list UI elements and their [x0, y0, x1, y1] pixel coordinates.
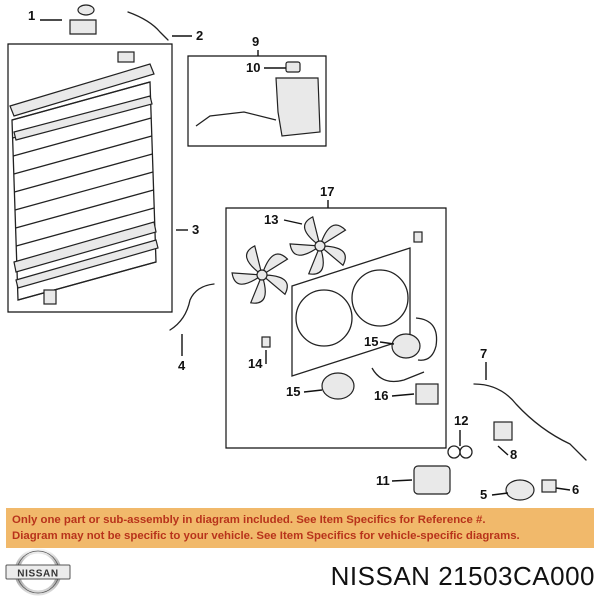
logo-text: NISSAN: [17, 569, 58, 580]
callout-leader: [379, 341, 395, 345]
fan-blade: [304, 216, 321, 248]
callout-leader: [497, 445, 509, 456]
fan-hub: [256, 269, 268, 281]
radiator-fin-line: [17, 261, 157, 301]
callout-label: 9: [252, 34, 259, 49]
callout-leader: [491, 492, 509, 496]
fan-blade: [260, 253, 289, 277]
notice-line-1: Only one part or sub-assembly in diagram…: [12, 514, 486, 526]
motor-wiring-upper: [415, 317, 438, 361]
nissan-logo-icon: NISSAN: [5, 548, 71, 596]
reservoir-group-box: [187, 55, 327, 147]
shroud-bolt: [261, 336, 271, 348]
fan-blade: [249, 273, 266, 304]
radiator-group-box: [7, 43, 173, 313]
water-pump: [413, 465, 451, 495]
motor-wiring-lower: [371, 367, 425, 383]
radiator-fin-line: [16, 207, 155, 247]
radiator-lower-tank: [13, 221, 157, 273]
notice-banner: Only one part or sub-assembly in diagram…: [6, 508, 594, 548]
callout-label: 7: [480, 346, 487, 361]
radiator-drawing: [9, 51, 159, 305]
callout-label: 17: [320, 184, 334, 199]
callout-label: 1: [28, 8, 35, 23]
callout-label: 15: [364, 334, 378, 349]
fan-blade: [289, 243, 322, 256]
cooling-fan-left: [231, 245, 289, 304]
fan-group-box: [225, 207, 447, 449]
o-ring-left: [447, 445, 461, 459]
fan-blade: [260, 274, 288, 296]
radiator-cap: [69, 19, 97, 35]
fan-motor-lower: [321, 372, 355, 400]
shroud-screw: [413, 231, 423, 243]
shroud-ring-left: [295, 289, 353, 347]
radiator-upper-seal: [13, 95, 153, 141]
callout-label: 2: [196, 28, 203, 43]
fan-relay: [415, 383, 439, 405]
callout-label: 5: [480, 487, 487, 502]
callout-label: 14: [248, 356, 263, 371]
callout-label: 6: [572, 482, 579, 497]
radiator-fin-line: [11, 81, 151, 121]
callout-leader: [391, 393, 415, 397]
lower-hose: [169, 283, 215, 331]
brand-name: NISSAN: [330, 561, 431, 591]
callout-label: 4: [178, 358, 186, 373]
pipe-gasket: [493, 421, 513, 441]
radiator-drain-plug: [43, 289, 57, 305]
fan-blade: [231, 272, 264, 285]
upper-hose: [127, 11, 169, 41]
callout-label: 11: [376, 473, 390, 488]
radiator-fin-line: [14, 153, 153, 193]
callout-leader: [283, 219, 303, 225]
radiator-fin-line: [15, 189, 154, 229]
o-ring-right: [459, 445, 473, 459]
callout-label: 12: [454, 413, 468, 428]
callout-label: 10: [246, 60, 260, 75]
callout-label: 16: [374, 388, 388, 403]
fan-blade: [318, 245, 346, 267]
radiator-fin-line: [13, 135, 152, 175]
callout-label: 15: [286, 384, 300, 399]
callout-leader: [555, 487, 571, 491]
fan-blade: [246, 245, 263, 277]
coolant-reservoir: [275, 77, 321, 137]
fan-blade: [307, 244, 324, 275]
part-number: 21503CA000: [438, 561, 595, 591]
fan-blade: [318, 224, 347, 248]
shroud-ring-right: [351, 269, 409, 327]
fan-hub: [314, 240, 326, 252]
cap-gasket: [77, 4, 95, 16]
radiator-bottom-seal: [15, 239, 159, 289]
cooling-fan-right: [289, 216, 347, 275]
callout-label: 13: [264, 212, 278, 227]
radiator-fin-line: [14, 171, 154, 211]
callout-leader: [391, 479, 413, 482]
part-title: NISSAN 21503CA000: [243, 556, 595, 596]
water-inlet-pipe: [473, 383, 587, 461]
callout-label: 8: [510, 447, 517, 462]
fan-motor-upper: [391, 333, 421, 359]
thermostat-gasket: [541, 479, 557, 493]
reservoir-cap: [285, 61, 301, 73]
callout-label: 3: [192, 222, 199, 237]
callout-leader: [303, 389, 323, 393]
thermostat: [505, 479, 535, 501]
notice-line-2: Diagram may not be specific to your vehi…: [12, 530, 520, 542]
radiator-top-tank: [9, 63, 155, 117]
radiator-filler-neck: [117, 51, 135, 63]
radiator-fin-line: [13, 117, 152, 157]
overflow-hose: [195, 111, 277, 127]
